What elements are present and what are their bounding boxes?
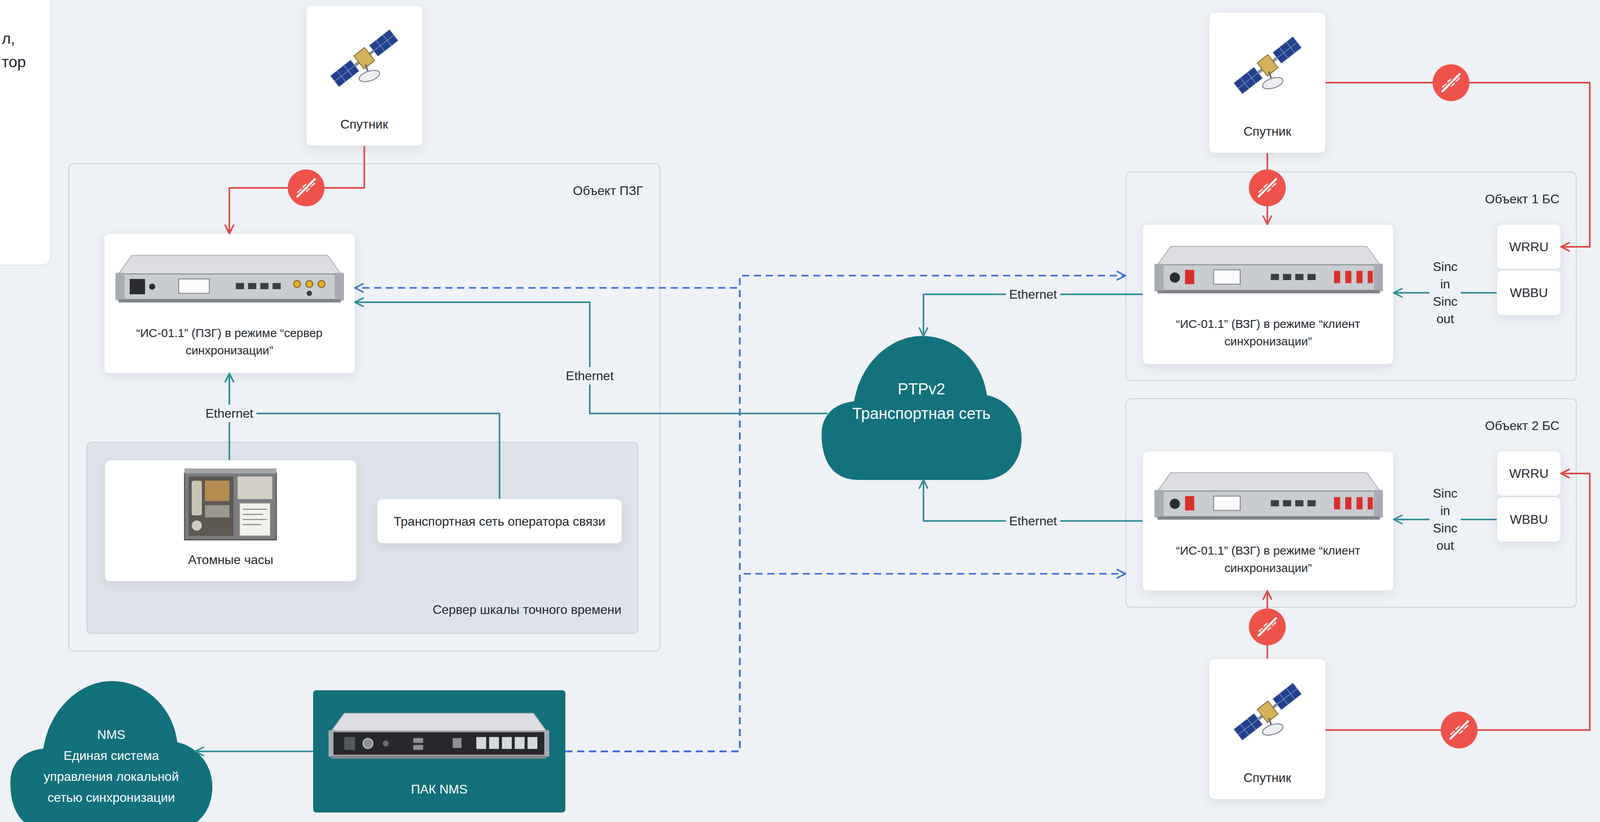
connector: [229, 145, 365, 234]
signal-loss-badge: [1432, 64, 1470, 102]
region-heading: Объект 1 БС: [1484, 190, 1560, 208]
panel-text: л, тор: [1, 26, 31, 74]
satellite-card: Спутник: [306, 5, 423, 146]
rack-device-picture: [328, 713, 550, 759]
satellite-picture: [329, 28, 399, 89]
side-panel: л, тор: [0, 0, 52, 266]
label-box: WRRU: [1496, 450, 1562, 496]
signal-loss-badge: [1248, 608, 1286, 645]
region-heading: Объект ПЗГ: [572, 181, 644, 200]
atomic-clock-picture: [181, 466, 280, 546]
edge-label-holder: Sinc in Sinc out: [1429, 257, 1461, 328]
box-label: WRRU: [1509, 238, 1549, 256]
connector: [355, 287, 741, 752]
connector: [1325, 473, 1591, 730]
edge-label: Ethernet: [1005, 511, 1060, 530]
cloud-outline: [821, 335, 1022, 480]
edge-label-holder: Ethernet: [202, 404, 257, 422]
rack-device-picture: [1154, 472, 1383, 520]
signal-loss-badge: [1248, 169, 1286, 206]
box-label: WRRU: [1509, 464, 1549, 482]
atomic-clock-picture: [184, 468, 277, 540]
satellite-label: Спутник: [1243, 122, 1292, 140]
cloud-label: NMS: [97, 723, 126, 745]
satellite-picture: [1232, 35, 1303, 96]
satellite-card: Спутник: [1208, 12, 1326, 154]
site-region: Объект 2 БС “ИС-01.1” (ВЗГ) в режиме “кли…: [1125, 398, 1577, 608]
atomic-clock-card: Атомные часы: [104, 459, 358, 582]
cloud-label: PTPv2: [897, 376, 946, 401]
satellite-picture: [1229, 672, 1307, 751]
connector: [1266, 590, 1269, 659]
device-label: “ИС-01.1” (ВЗГ) в режиме “клиент синхрон…: [1171, 541, 1365, 577]
region-heading: Сервер шкалы точного времени: [432, 600, 622, 618]
nms-device-card: ПАК NMS: [313, 689, 566, 813]
edge-label: Sinc in Sinc out: [1429, 257, 1461, 328]
cloud-outline: [10, 680, 213, 822]
box-label: Транспортная сеть оператора связи: [393, 512, 606, 530]
box-label: WBBU: [1509, 510, 1548, 528]
edge-label-holder: Ethernet: [562, 366, 617, 385]
edge-label-holder: Ethernet: [1005, 285, 1060, 303]
site-region: Объект ПЗГ “ИС-01.1” (ПЗГ) в режиме “серв…: [68, 163, 661, 652]
signal-loss-badge: [287, 169, 325, 206]
edge-label: Ethernet: [1005, 285, 1060, 303]
rack-device-picture: [115, 250, 344, 310]
connector: [195, 750, 314, 752]
box-label: WBBU: [1509, 283, 1548, 302]
device-card: “ИС-01.1” (ВЗГ) в режиме “клиент синхрон…: [1142, 224, 1394, 365]
cloud-label: Транспортная сеть: [852, 400, 991, 426]
connector: [565, 573, 1126, 752]
edge-label-holder: Sinc in Sinc out: [1429, 484, 1461, 554]
satellite-label: Спутник: [1243, 768, 1292, 786]
connector: [1266, 153, 1269, 225]
device-label: Атомные часы: [188, 550, 274, 569]
device-label: “ИС-01.1” (ВЗГ) в режиме “клиент синхрон…: [1171, 315, 1365, 350]
site-region: Объект 1 БС “ИС-01.1” (ВЗГ) в режиме “кли…: [1125, 171, 1577, 381]
rack-device-picture: [115, 255, 344, 303]
network-cloud: PTPv2Транспортная сеть: [819, 331, 1024, 480]
connector: [565, 275, 1126, 752]
nms-cloud: NMSЕдиная система управления локальной с…: [8, 676, 215, 822]
region-heading: Объект 2 БС: [1484, 416, 1560, 435]
satellite-picture: [325, 19, 404, 98]
device-card: “ИС-01.1” (ПЗГ) в режиме “сервер синхрон…: [103, 233, 356, 374]
signal-loss-badge: [1440, 711, 1478, 749]
connector: [1325, 82, 1591, 247]
connector: [229, 373, 500, 499]
rack-device-picture: [1154, 245, 1383, 293]
satellite-label: Спутник: [340, 115, 389, 133]
satellite-picture: [1229, 26, 1307, 105]
edge-label: Ethernet: [562, 366, 617, 385]
edge-label: Sinc in Sinc out: [1429, 484, 1461, 554]
label-box: WBBU: [1496, 270, 1562, 316]
label-box: WRRU: [1496, 224, 1562, 270]
rack-device-picture: [324, 708, 554, 766]
site-region: Сервер шкалы точного времени Атомные часы…: [86, 441, 639, 634]
rack-device-picture: [1154, 241, 1383, 301]
device-card: “ИС-01.1” (ВЗГ) в режиме “клиент синхрон…: [1142, 450, 1394, 591]
satellite-picture: [1232, 681, 1303, 742]
rack-device-picture: [1154, 467, 1383, 527]
edge-label-holder: Ethernet: [1005, 511, 1060, 530]
device-label: ПАК NMS: [411, 780, 468, 798]
label-box: Транспортная сеть оператора связи: [377, 498, 622, 544]
label-box: WBBU: [1496, 496, 1562, 542]
satellite-card: Спутник: [1208, 658, 1326, 800]
device-label: “ИС-01.1” (ПЗГ) в режиме “сервер синхрон…: [132, 324, 327, 359]
connector: [355, 302, 828, 414]
cloud-label: Единая система управления локальной сеть…: [34, 744, 188, 808]
edge-label: Ethernet: [202, 404, 257, 422]
